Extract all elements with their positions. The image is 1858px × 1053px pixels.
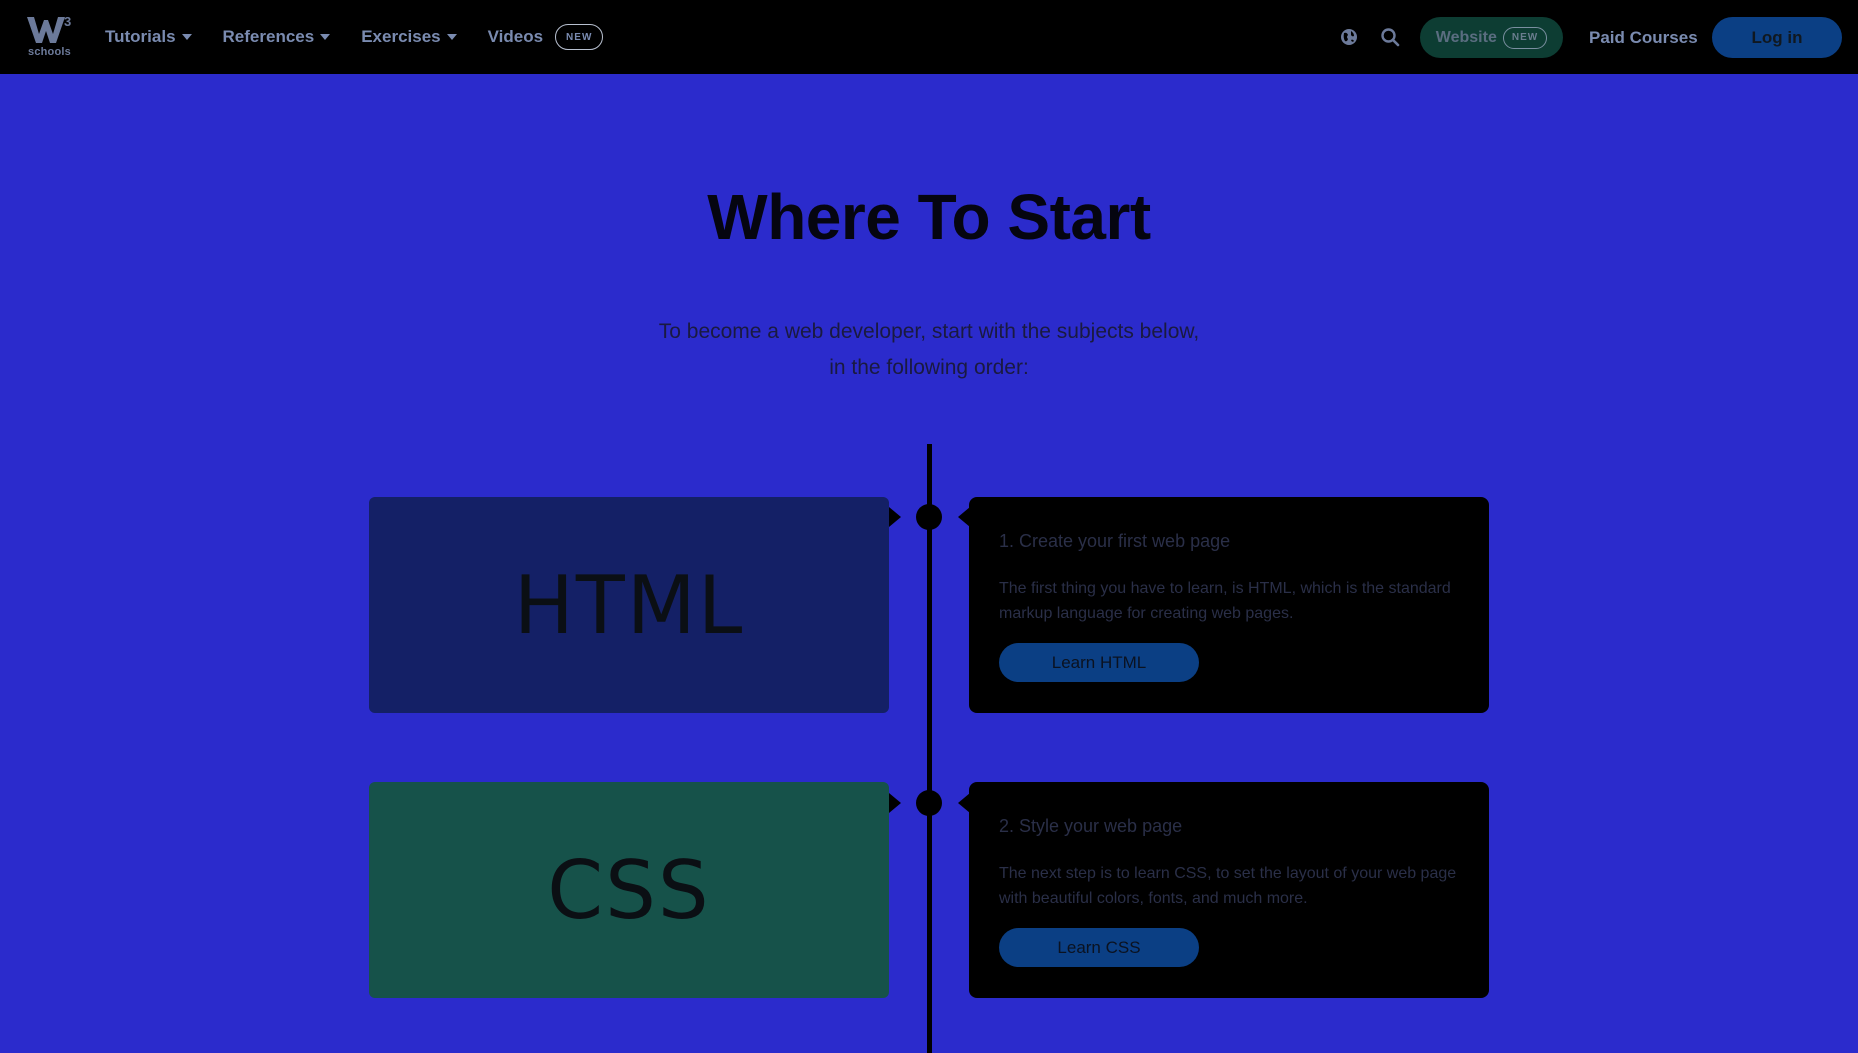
html-tile-label: HTML — [513, 558, 745, 652]
nav-tutorials[interactable]: Tutorials — [105, 27, 192, 47]
logo-superscript: 3 — [64, 14, 72, 29]
timeline-arrow-left — [889, 793, 901, 813]
search-icon[interactable] — [1380, 27, 1400, 47]
css-tile-label: CSS — [547, 843, 711, 937]
nav-exercises[interactable]: Exercises — [361, 27, 457, 47]
subtitle-line-2: in the following order: — [829, 356, 1029, 379]
login-button[interactable]: Log in — [1712, 17, 1842, 58]
nav-videos-label: Videos — [487, 27, 544, 46]
logo-subtext: schools — [28, 46, 71, 58]
caret-down-icon — [320, 34, 331, 40]
w3schools-logo[interactable]: 3 schools — [26, 14, 76, 60]
step-card-html: 1. Create your first web page The first … — [969, 497, 1489, 713]
new-badge: NEW — [555, 24, 604, 50]
nav-videos[interactable]: Videos NEW — [488, 24, 604, 50]
step-description: The next step is to learn CSS, to set th… — [999, 865, 1457, 907]
logo-mark-icon — [27, 17, 65, 43]
nav-references-label: References — [222, 27, 315, 46]
caret-down-icon — [446, 34, 457, 40]
learn-html-button[interactable]: Learn HTML — [999, 643, 1199, 682]
css-tile[interactable]: CSS — [369, 782, 889, 998]
main-menu: Tutorials References Exercises Videos NE… — [105, 0, 634, 74]
step-heading: 1. Create your first web page — [999, 531, 1231, 551]
paid-courses-link[interactable]: Paid Courses — [1589, 28, 1698, 47]
website-button-label: Website — [1435, 28, 1497, 46]
page-subtitle: To become a web developer, start with th… — [0, 314, 1858, 386]
nav-exercises-label: Exercises — [361, 27, 441, 46]
top-navigation: 3 schools Tutorials References Exercises… — [0, 0, 1858, 74]
timeline-arrow-left — [889, 507, 901, 527]
website-button[interactable]: Website NEW — [1420, 17, 1563, 58]
step-heading: 2. Style your web page — [999, 816, 1183, 836]
html-tile[interactable]: HTML — [369, 497, 889, 713]
nav-references[interactable]: References — [223, 27, 331, 47]
subtitle-line-1: To become a web developer, start with th… — [658, 320, 1200, 343]
timeline-arrow-right — [958, 507, 970, 527]
nav-tutorials-label: Tutorials — [105, 27, 176, 46]
timeline-dot — [916, 790, 942, 816]
page-title: Where To Start — [707, 181, 1151, 253]
step-description: The first thing you have to learn, is HT… — [999, 580, 1451, 622]
globe-icon[interactable] — [1339, 27, 1359, 47]
new-badge: NEW — [1502, 26, 1548, 49]
timeline-arrow-right — [958, 793, 970, 813]
step-card-css: 2. Style your web page The next step is … — [969, 782, 1489, 998]
timeline-dot — [916, 504, 942, 530]
caret-down-icon — [181, 34, 192, 40]
learn-css-button[interactable]: Learn CSS — [999, 928, 1199, 967]
timeline-line — [927, 444, 932, 1053]
